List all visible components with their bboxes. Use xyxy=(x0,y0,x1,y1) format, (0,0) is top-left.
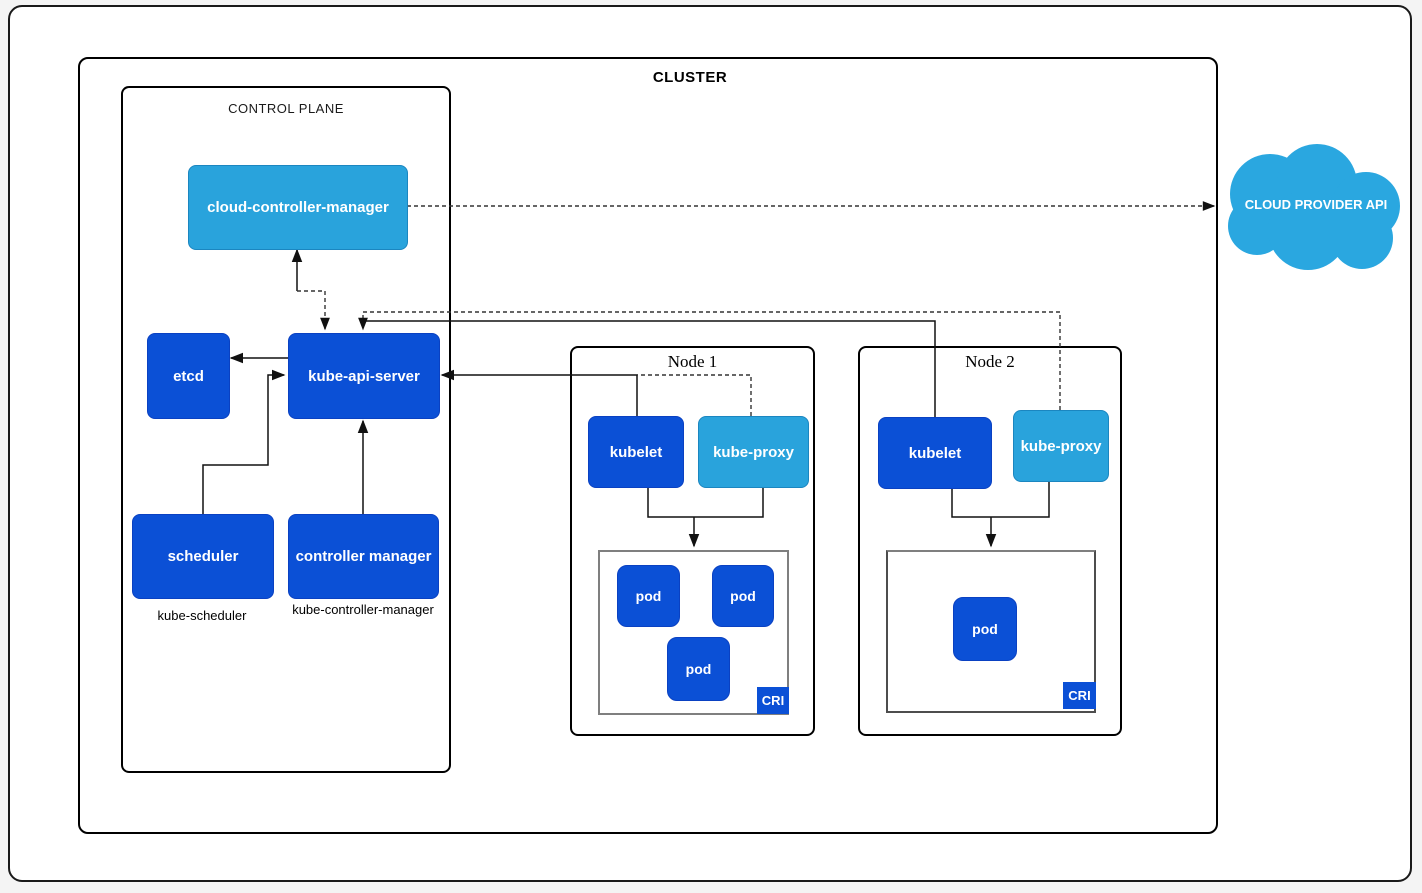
node2-kubelet-box: kubelet xyxy=(878,417,992,489)
etcd-box: etcd xyxy=(147,333,230,419)
node2-title: Node 2 xyxy=(965,352,1015,371)
control-plane-title: CONTROL PLANE xyxy=(228,101,344,116)
controller-manager-box: controller manager xyxy=(288,514,439,599)
node1-pods-container xyxy=(598,550,789,715)
cluster-box xyxy=(78,57,1218,834)
node1-cri-badge: CRI xyxy=(757,687,789,714)
controller-manager-caption: kube-controller-manager xyxy=(292,602,434,617)
scheduler-caption: kube-scheduler xyxy=(157,608,247,623)
node1-kube-proxy-box: kube-proxy xyxy=(698,416,809,488)
cloud-provider-api-label: CLOUD PROVIDER API xyxy=(1244,197,1388,212)
node2-cri-badge: CRI xyxy=(1063,682,1096,709)
cluster-title: CLUSTER xyxy=(652,69,728,86)
node1-pod-1: pod xyxy=(617,565,680,627)
kube-api-server-box: kube-api-server xyxy=(288,333,440,419)
cloud-controller-manager-box: cloud-controller-manager xyxy=(188,165,408,250)
control-plane-box xyxy=(121,86,451,773)
node1-kubelet-box: kubelet xyxy=(588,416,684,488)
node2-pods-container xyxy=(886,550,1096,713)
node1-pod-3: pod xyxy=(667,637,730,701)
scheduler-box: scheduler xyxy=(132,514,274,599)
node2-kube-proxy-box: kube-proxy xyxy=(1013,410,1109,482)
node2-pod-1: pod xyxy=(953,597,1017,661)
node1-title: Node 1 xyxy=(667,352,718,371)
node1-pod-2: pod xyxy=(712,565,774,627)
